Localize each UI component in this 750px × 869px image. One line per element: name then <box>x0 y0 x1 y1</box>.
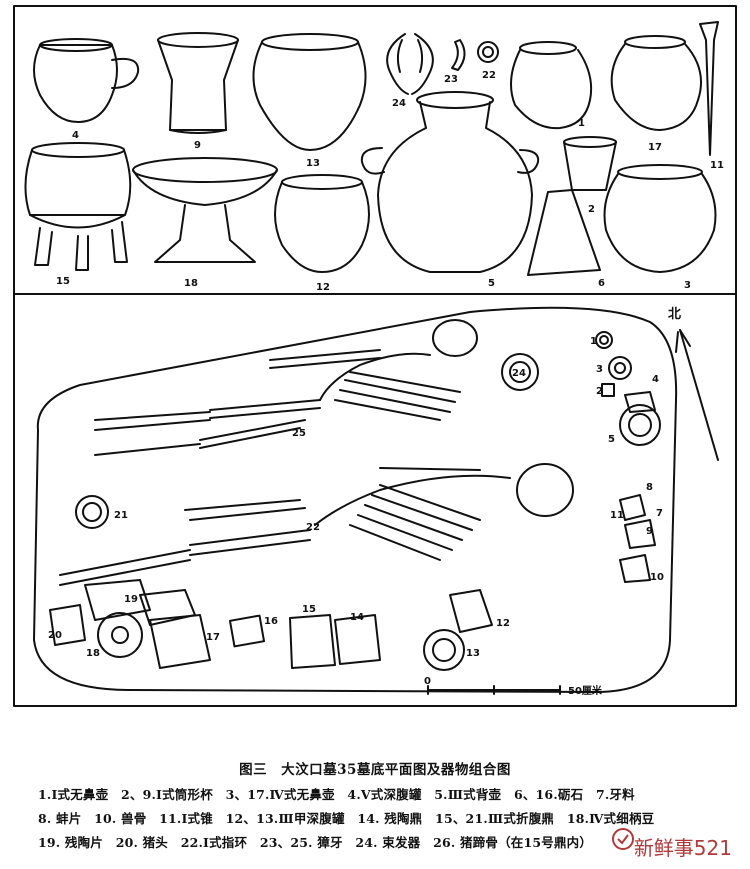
artifact-panel-frame <box>13 5 737 295</box>
scale-end-label: 50厘米 <box>568 684 603 697</box>
legend-line-1: 1.Ⅰ式无鼻壶 2、9.Ⅰ式筒形杯 3、17.Ⅳ式无鼻壶 4.Ⅴ式深腹罐 5.Ⅲ… <box>38 787 635 802</box>
plan-panel-frame <box>13 293 737 707</box>
plan-label-15: 15 <box>302 604 316 615</box>
plan-label-21: 21 <box>114 510 128 521</box>
label-9: 9 <box>194 140 201 151</box>
plan-label-25: 25 <box>292 428 306 439</box>
plan-label-8: 8 <box>646 482 653 493</box>
vessel-13-jar <box>252 33 367 151</box>
plan-label-24: 24 <box>512 368 526 379</box>
plan-artifacts-bottom-left <box>49 579 266 669</box>
label-2: 2 <box>588 204 595 215</box>
label-1: 1 <box>578 118 585 129</box>
plan-label-9: 9 <box>646 526 653 537</box>
watermark-text: 新鲜事521 <box>633 836 732 860</box>
plan-label-2: 2 <box>596 386 603 397</box>
plan-label-14: 14 <box>350 612 364 623</box>
skeleton-upper <box>94 319 478 456</box>
plan-label-19: 19 <box>124 594 138 605</box>
vessel-5-back-flask <box>360 91 540 273</box>
plan-label-1: 1 <box>590 336 597 347</box>
north-label: 北 <box>668 307 681 322</box>
figure-caption-title: 图三 大汶口墓35墓底平面图及器物组合图 <box>239 762 511 778</box>
artifact-23-tooth <box>451 39 466 71</box>
plan-label-16: 16 <box>264 616 278 627</box>
north-arrow <box>675 329 719 461</box>
vessel-3-pot <box>603 164 717 273</box>
label-6: 6 <box>598 278 605 289</box>
plan-artifact-24 <box>501 353 539 391</box>
legend-line-3: 19. 残陶片 20. 猪头 22.Ⅰ式指环 23、25. 獐牙 24. 束发器… <box>38 835 593 850</box>
plan-artifacts-bottom-center <box>289 589 493 671</box>
watermark-icon <box>612 828 634 850</box>
plan-label-5: 5 <box>608 434 615 445</box>
vessel-2-cup <box>563 136 617 191</box>
plan-label-12: 12 <box>496 618 510 629</box>
label-3: 3 <box>684 280 691 291</box>
burial-pit-outline <box>33 306 678 693</box>
plan-label-3: 3 <box>596 364 603 375</box>
label-24: 24 <box>392 98 406 109</box>
scale-zero-label: 0 <box>424 676 431 687</box>
label-12: 12 <box>316 282 330 293</box>
vessel-17-pot <box>610 35 702 131</box>
label-18: 18 <box>184 278 198 289</box>
label-22: 22 <box>482 70 496 81</box>
plan-artifact-21 <box>75 495 109 529</box>
artifact-24-hair-ornament <box>386 33 434 95</box>
plan-label-11: 11 <box>610 510 624 521</box>
label-4: 4 <box>72 130 79 141</box>
plan-label-18: 18 <box>86 648 100 659</box>
plan-label-7: 7 <box>656 508 663 519</box>
vessel-12-jar <box>274 174 370 273</box>
skeleton-lower <box>59 463 574 586</box>
plan-label-4: 4 <box>652 374 659 385</box>
vessel-1-pot <box>510 41 593 130</box>
label-23: 23 <box>444 74 458 85</box>
plan-artifacts-right-group <box>595 331 661 583</box>
label-15: 15 <box>56 276 70 287</box>
legend-line-2: 8. 蚌片 10. 兽骨 11.Ⅰ式锥 12、13.Ⅲ甲深腹罐 14. 残陶鼎 … <box>38 811 655 826</box>
plan-label-20: 20 <box>48 630 62 641</box>
plan-label-22: 22 <box>306 522 320 533</box>
label-13: 13 <box>306 158 320 169</box>
artifact-11-awl <box>699 21 719 156</box>
label-17: 17 <box>648 142 662 153</box>
artifact-22-ring <box>477 41 499 63</box>
plan-label-17: 17 <box>206 632 220 643</box>
vessel-4-jar-with-handle <box>33 38 140 123</box>
vessel-9-cylindrical-cup <box>157 32 239 134</box>
vessel-18-stemmed-dish <box>132 157 278 263</box>
vessel-15-tripod <box>24 142 132 271</box>
scale-bar <box>427 685 561 695</box>
label-11: 11 <box>710 160 724 171</box>
plan-label-10: 10 <box>650 572 664 583</box>
label-5: 5 <box>488 278 495 289</box>
artifact-6-whetstone <box>527 189 601 276</box>
plan-label-13: 13 <box>466 648 480 659</box>
